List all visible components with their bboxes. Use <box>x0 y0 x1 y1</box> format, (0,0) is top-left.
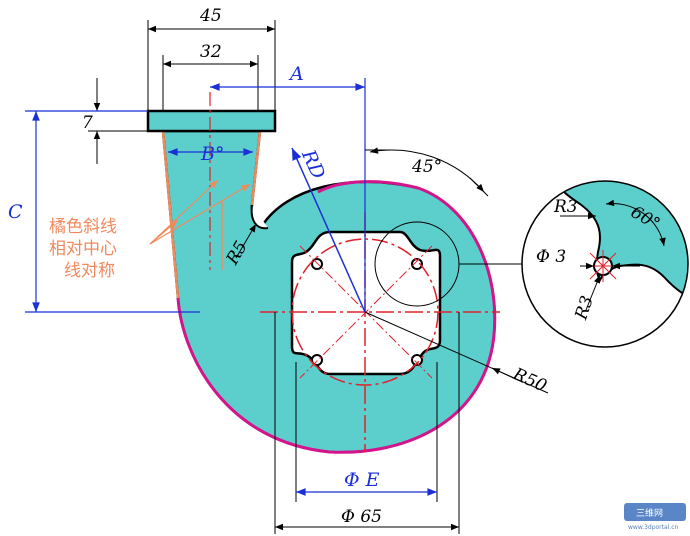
dim-R50: R50 <box>509 364 550 397</box>
detail-phi3: Φ 3 <box>536 247 566 267</box>
detail-R3-top: R3 <box>553 197 578 217</box>
note-line-2: 相对中心 <box>49 239 117 259</box>
dim-45: 45 <box>199 6 222 26</box>
dim-A: A <box>288 63 304 85</box>
note-line-1: 橘色斜线 <box>49 217 117 237</box>
note-line-3: 线对称 <box>64 261 115 281</box>
dim-7: 7 <box>82 113 93 133</box>
watermark-logo: 三维网 www.3dportal.cn <box>624 503 686 531</box>
neck-line-left <box>161 130 180 299</box>
dim-RD: RD <box>297 146 330 183</box>
bolt-hole-br <box>411 354 423 366</box>
dim-45deg: 45° <box>411 157 442 177</box>
dim-B: B° <box>200 143 224 165</box>
detail-callout <box>374 221 524 307</box>
watermark-url: www.3dportal.cn <box>628 524 679 531</box>
detail-outline <box>521 180 689 348</box>
dim-phi65: Φ 65 <box>341 507 382 527</box>
neck-line-right <box>250 130 262 206</box>
bolt-hole-tr <box>411 258 423 270</box>
watermark-brand: 三维网 <box>636 507 663 519</box>
bolt-hole-bl <box>311 354 323 366</box>
volute-body <box>146 92 500 454</box>
dim-32: 32 <box>200 42 222 62</box>
bolt-hole-tl <box>311 258 323 270</box>
symmetry-note: 橘色斜线 相对中心 线对称 <box>49 179 251 281</box>
flange <box>146 109 277 133</box>
dim-C: C <box>8 201 23 223</box>
detail-view: R3 60° Φ 3 R3 <box>521 180 689 348</box>
r5-notch <box>250 204 269 230</box>
dim-phiE: Φ E <box>344 469 380 491</box>
impeller-opening <box>290 230 442 376</box>
